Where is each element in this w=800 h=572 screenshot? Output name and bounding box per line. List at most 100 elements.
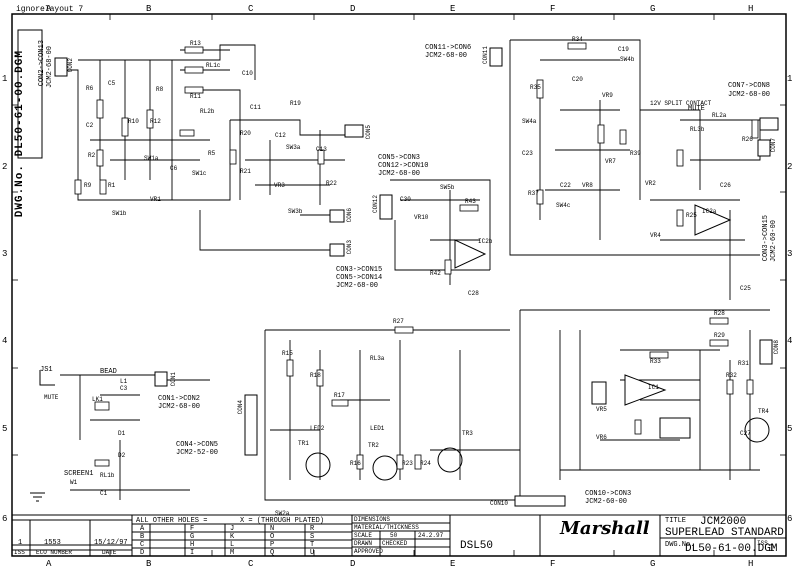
- ic1-dual: [659, 417, 691, 439]
- title-label: TITLE: [665, 517, 687, 525]
- through-plated: X = (THROUGH PLATED): [240, 517, 325, 525]
- title-line1: JCM2000: [700, 516, 747, 528]
- component-ref: C26: [720, 182, 731, 189]
- component-ref: R35: [530, 84, 541, 91]
- component-ref: TR2: [368, 442, 379, 449]
- component-ref: VR8: [582, 182, 593, 189]
- component-ref: R8: [156, 86, 164, 93]
- component-ref: R22: [326, 180, 337, 187]
- component-ref: R31: [738, 360, 749, 367]
- component-ref: C2: [86, 122, 94, 129]
- connector-label: CON11: [482, 46, 489, 65]
- component-ref: R43: [465, 198, 476, 205]
- component-ref: R34: [572, 36, 583, 43]
- grid-row-label: 2: [787, 162, 793, 172]
- hole-letter: M: [230, 549, 235, 557]
- component-ref: C5: [108, 80, 116, 87]
- dwg-label: DWG.No.: [665, 541, 695, 549]
- note-con12-con10: CON12->CON10: [378, 162, 429, 170]
- component-ref: C13: [316, 146, 327, 153]
- grid-row-label: 2: [2, 162, 8, 172]
- note-jcm: JCM2-52-00: [176, 449, 219, 457]
- model-name: DSL50: [460, 540, 494, 552]
- component-ref: R33: [650, 358, 661, 365]
- approved-label: APPROVED: [354, 548, 383, 555]
- note-jcm: JCM2-68-00: [425, 52, 468, 60]
- component-ref: R32: [726, 372, 737, 379]
- note-con4-con5: CON4->CON5: [176, 441, 219, 449]
- component-ref: VR3: [274, 182, 285, 189]
- component-ref: R16: [350, 460, 361, 467]
- material-label: MATERIAL/THICKNESS: [354, 524, 419, 531]
- component-ref: IC2a: [702, 208, 717, 215]
- component-ref: LED2: [310, 425, 325, 432]
- component-ref: LK1: [92, 396, 103, 403]
- file-name: ignorelayout 7: [16, 5, 84, 14]
- holes-header: ALL OTHER HOLES =: [136, 517, 208, 525]
- iss-value: 1: [768, 543, 775, 555]
- scale-value: 50: [390, 532, 398, 539]
- component-boxes: [74, 42, 759, 470]
- title-line2: SUPERLEAD STANDARD: [665, 527, 784, 539]
- component-ref: SW3a: [286, 144, 301, 151]
- connector-label: CON1: [170, 372, 177, 387]
- component-ref: R23: [402, 460, 413, 467]
- component-ref: C6: [170, 165, 178, 172]
- component-ref: RL3a: [370, 355, 385, 362]
- marshall-logo: Marshall: [560, 518, 650, 539]
- note-jcm: JCM2-60-00: [585, 498, 628, 506]
- component-ref: R42: [430, 270, 441, 277]
- js1-label: JS1: [40, 366, 53, 374]
- hole-letter: S: [310, 533, 315, 541]
- ic-triangles: [454, 204, 732, 406]
- component-ref: RL1c: [206, 62, 221, 69]
- connector-shapes: [54, 47, 779, 507]
- component-ref: R15: [282, 350, 293, 357]
- connector-label: CON5: [365, 125, 372, 140]
- component-ref: R5: [208, 150, 216, 157]
- grid-ticks: [12, 14, 786, 556]
- hole-letter: Q: [270, 549, 275, 557]
- split-contact: 12V SPLIT CONTACT: [650, 100, 712, 107]
- component-ref: R12: [150, 118, 161, 125]
- grid-col-label: C: [248, 559, 254, 569]
- component-ref: R2: [88, 152, 96, 159]
- hole-letter: G: [190, 533, 195, 541]
- note-con5-con14: CON5->CON14: [336, 274, 383, 282]
- component-ref: LED1: [370, 425, 385, 432]
- grid-col-label: D: [350, 4, 356, 14]
- component-ref: IC1: [648, 384, 659, 391]
- outer-frame: [11, 13, 787, 557]
- connector-label: CON6: [346, 208, 353, 223]
- component-ref: RL2b: [200, 108, 215, 115]
- component-ref: VR7: [605, 158, 616, 165]
- rev-date: 15/12/97: [94, 539, 128, 547]
- bead-label: BEAD: [100, 368, 117, 376]
- grid-col-label: E: [450, 559, 456, 569]
- hole-letter: L: [230, 541, 235, 549]
- component-ref: SW4c: [556, 202, 571, 209]
- component-ref: R21: [240, 168, 251, 175]
- note-con11-con6: CON11->CON6: [425, 44, 472, 52]
- mute-label-left: MUTE: [44, 394, 59, 401]
- component-ref: R9: [84, 182, 92, 189]
- component-ref: R6: [86, 85, 94, 92]
- ground-symbols: [30, 370, 55, 502]
- component-ref: R24: [420, 460, 431, 467]
- grid-col-label: E: [450, 4, 456, 14]
- grid-row-label: 6: [2, 514, 8, 524]
- grid-columns-bottom: A B C D E F G H: [10, 559, 786, 569]
- note-jcm: JCM2-68-00: [378, 170, 421, 178]
- connector-label: CON10: [490, 500, 509, 507]
- hole-letter: N: [270, 525, 275, 533]
- connector-label: CON4: [237, 400, 244, 415]
- grid-row-label: 3: [787, 249, 793, 259]
- grid-col-label: C: [248, 4, 254, 14]
- component-ref: SW4a: [522, 118, 537, 125]
- component-ref: R17: [334, 392, 345, 399]
- note-con10-con3: CON10->CON3: [585, 490, 632, 498]
- iss-label: ISS: [757, 540, 768, 547]
- rev-number: 1: [18, 539, 23, 547]
- component-ref: C3: [120, 385, 128, 392]
